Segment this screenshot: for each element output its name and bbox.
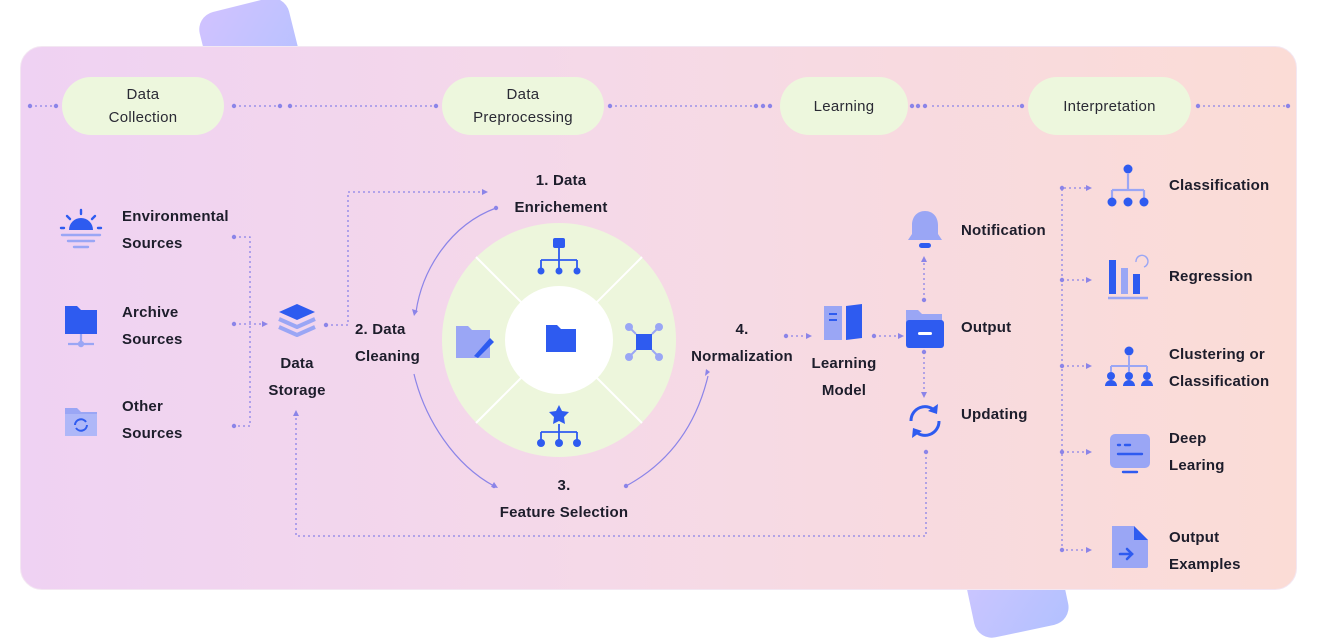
stage-label: Data Collection (108, 86, 178, 126)
result-label-deep-learning: Deep Learing (1169, 430, 1225, 474)
org-chart-icon (1105, 346, 1153, 386)
step-label-normalization: 4. Normalization (691, 321, 793, 365)
bell-icon (908, 211, 942, 248)
folder-brush-icon (456, 326, 494, 358)
sunset-icon (59, 208, 103, 249)
source-label-other: Other Sources (122, 398, 183, 442)
model-label: Learning Model (811, 355, 877, 399)
stage-pill-interpretation[interactable]: Interpretation (1028, 77, 1191, 135)
stage-label: Learning (813, 97, 875, 115)
folder-sync-icon (65, 408, 97, 436)
result-label-classification: Classification (1169, 177, 1270, 194)
hierarchy-star-icon (537, 405, 581, 447)
stage-label: Data Preprocessing (473, 86, 573, 126)
book-icon (824, 304, 862, 340)
bar-chart-icon (1108, 254, 1149, 300)
output-label: Output (961, 319, 1012, 336)
notification-label: Notification (961, 222, 1046, 239)
source-label-environmental: Environmental Sources (122, 208, 229, 252)
result-label-output-examples: Output Examples (1169, 529, 1241, 573)
step-label-enrichment: 1. Data Enrichement (514, 172, 608, 216)
hierarchy-icon (1107, 164, 1149, 207)
document-export-icon (1112, 526, 1148, 568)
stage-label: Interpretation (1063, 97, 1156, 115)
hierarchy-enrich-icon (537, 238, 581, 275)
stage-pill-data-collection[interactable]: Data Collection (62, 77, 224, 135)
folder-icon (546, 325, 576, 352)
monitor-text-icon (1110, 434, 1150, 474)
database-stack-icon (278, 304, 316, 337)
sync-icon (909, 404, 941, 438)
network-node-icon (625, 323, 663, 361)
result-label-regression: Regression (1169, 268, 1253, 285)
source-label-archive: Archive Sources (122, 304, 183, 348)
result-label-clustering: Clustering or Classification (1169, 346, 1270, 390)
step-label-cleaning: 2. Data Cleaning (355, 321, 420, 365)
step-label-feature-selection: 3. Feature Selection (499, 477, 629, 521)
stage-pill-learning[interactable]: Learning (780, 77, 908, 135)
updating-label: Updating (961, 406, 1028, 423)
folder-output-icon (906, 310, 944, 348)
stage-pill-data-preprocessing[interactable]: Data Preprocessing (442, 77, 604, 135)
storage-label: Data Storage (268, 355, 326, 399)
folder-network-icon (65, 306, 97, 348)
